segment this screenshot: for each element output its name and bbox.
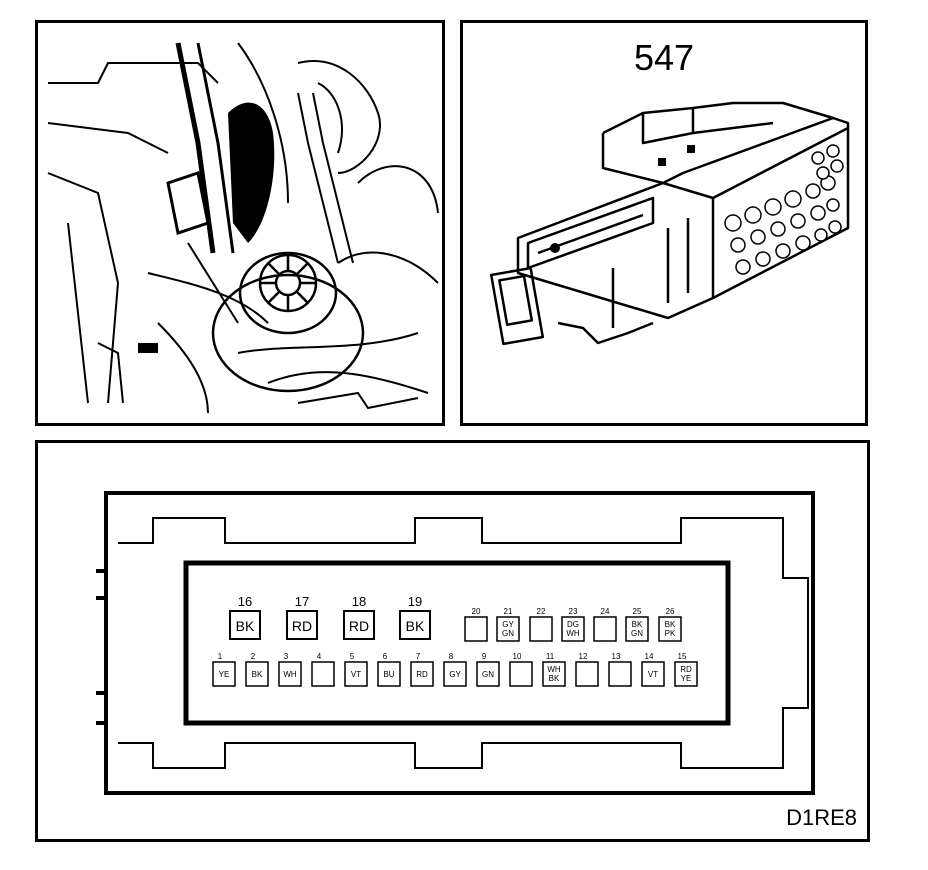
pin-terminal-large	[399, 610, 431, 640]
pin-number-label: 20	[472, 607, 481, 616]
pin-number-label: 15	[678, 652, 687, 661]
pin-terminal	[410, 661, 434, 687]
pin-wire-color: VT	[648, 670, 658, 679]
pin-terminal	[212, 661, 236, 687]
pin-terminal	[608, 661, 632, 687]
pin-wire-color: WH	[283, 670, 297, 679]
pin-number-label: 14	[645, 652, 654, 661]
pin-wire-color: GN	[482, 670, 494, 679]
pin-number-label: 4	[317, 652, 322, 661]
pin-number-label: 11	[546, 652, 555, 661]
pin-wire-color: GN	[502, 629, 514, 638]
pin-number-label: 17	[295, 594, 309, 609]
pin-number-label: 13	[612, 652, 621, 661]
pin-number-label: 3	[284, 652, 289, 661]
pin-terminal	[245, 661, 269, 687]
pin-number-label: 7	[416, 652, 421, 661]
pin-wire-color: GN	[631, 629, 643, 638]
pin-wire-color: BK	[632, 620, 643, 629]
pin-terminal	[575, 661, 599, 687]
pin-number-label: 9	[482, 652, 487, 661]
pin-terminal	[443, 661, 467, 687]
pin-terminal-large	[229, 610, 261, 640]
pin-number-label: 25	[633, 607, 642, 616]
pin-terminal	[593, 616, 617, 642]
connector-shell-outline	[118, 517, 809, 769]
figure-code: D1RE8	[786, 805, 857, 830]
pin-number-label: 18	[352, 594, 366, 609]
connector-part-number: 547	[633, 37, 695, 78]
pin-terminal	[561, 616, 585, 642]
pin-wire-color: GY	[449, 670, 461, 679]
pin-number-label: 10	[513, 652, 522, 661]
pin-wire-color: BU	[383, 670, 394, 679]
pin-wire-color: DG	[567, 620, 579, 629]
pin-number-label: 12	[579, 652, 588, 661]
connector-illustration-panel: 547	[460, 20, 868, 426]
pin-wire-color: BK	[549, 674, 560, 683]
pin-terminal	[625, 616, 649, 642]
pin-number-label: 23	[569, 607, 578, 616]
pin-terminal	[658, 616, 682, 642]
pin-terminal	[377, 661, 401, 687]
pin-wire-color: RD	[349, 618, 369, 634]
pin-wire-color: WH	[566, 629, 580, 638]
pin-terminal	[496, 616, 520, 642]
pin-wire-color: RD	[416, 670, 428, 679]
pin-wire-color: BK	[236, 618, 255, 634]
pin-terminal	[464, 616, 488, 642]
pin-number-label: 8	[449, 652, 454, 661]
pin-terminal-large	[286, 610, 318, 640]
pin-number-label: 6	[383, 652, 388, 661]
pin-terminal	[529, 616, 553, 642]
connector-3d-illustration	[489, 101, 850, 346]
pin-wire-color: PK	[665, 629, 676, 638]
pin-number-label: 24	[601, 607, 610, 616]
pin-wire-color: BK	[252, 670, 263, 679]
pin-terminal	[278, 661, 302, 687]
pin-terminal	[509, 661, 533, 687]
engine-bay-illustration	[47, 42, 439, 414]
pin-terminal	[542, 661, 566, 687]
pin-cavity-frame	[183, 560, 731, 726]
pin-wire-color: WH	[547, 665, 561, 674]
pin-wire-color: RD	[680, 665, 692, 674]
connector-housing-outline	[104, 491, 815, 795]
pin-terminal	[344, 661, 368, 687]
pin-terminal	[641, 661, 665, 687]
pin-wire-color: BK	[665, 620, 676, 629]
location-illustration-panel	[35, 20, 445, 426]
pin-number-label: 5	[350, 652, 355, 661]
pin-number-label: 2	[251, 652, 256, 661]
pin-number-label: 19	[408, 594, 422, 609]
pin-wire-color: VT	[351, 670, 361, 679]
pin-number-label: 1	[218, 652, 223, 661]
pin-number-label: 16	[238, 594, 252, 609]
pin-wire-color: BK	[406, 618, 425, 634]
pin-wire-color: YE	[219, 670, 230, 679]
pin-terminal	[476, 661, 500, 687]
pin-terminal	[311, 661, 335, 687]
pin-wire-color: RD	[292, 618, 312, 634]
pin-number-label: 22	[537, 607, 546, 616]
pin-number-label: 21	[504, 607, 513, 616]
pin-terminal-large	[343, 610, 375, 640]
pin-wire-color: GY	[502, 620, 514, 629]
connector-latch-tabs	[96, 569, 106, 725]
pin-wire-color: YE	[681, 674, 692, 683]
pin-number-label: 26	[666, 607, 675, 616]
pin-terminal	[674, 661, 698, 687]
